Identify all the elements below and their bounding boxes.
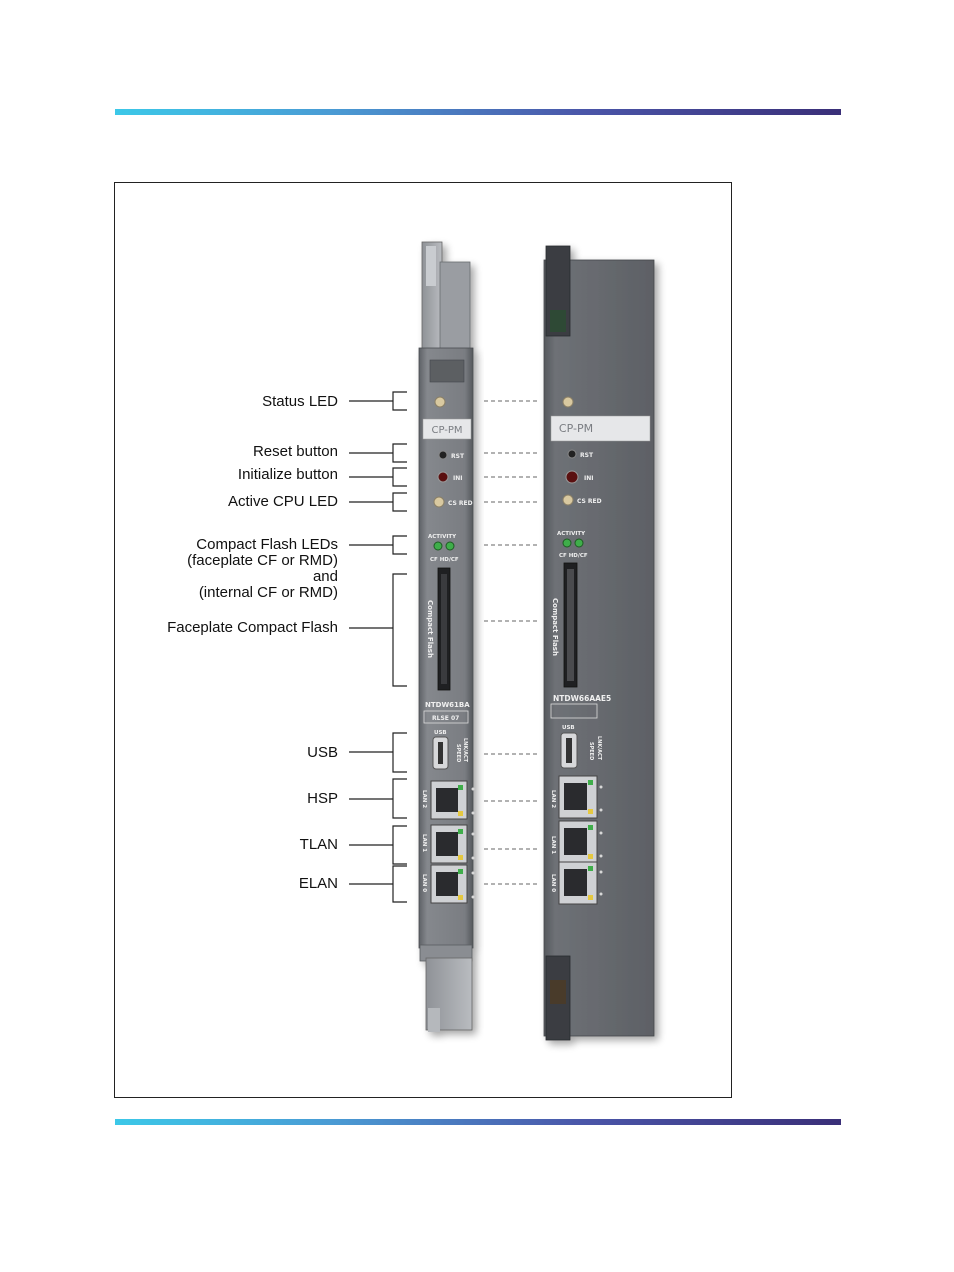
brand-label-right: CP-PM	[559, 422, 593, 435]
label-initialize-button: Initialize button	[237, 466, 338, 483]
label-tlan: TLAN	[299, 836, 338, 853]
lan2-port-left[interactable]	[430, 780, 468, 820]
lan1-label-right: LAN 1	[550, 836, 556, 854]
model-label-right: NTDW66AAE5	[553, 694, 611, 703]
speed-label-right: SPEED	[588, 742, 594, 760]
lan0-port-right[interactable]	[558, 861, 598, 905]
ini-label-right: INI	[584, 475, 594, 482]
rst-label-right: RST	[580, 452, 594, 459]
lan2-label-right: LAN 2	[550, 790, 556, 808]
lnk-act-label-left: LNK/ACT	[462, 738, 468, 763]
cf-hdcf-label-left: CF HD/CF	[430, 557, 459, 563]
right-card	[543, 245, 655, 1041]
usb-label-right: USB	[562, 725, 575, 731]
label-hsp: HSP	[307, 790, 338, 807]
activity-label-right: ACTIVITY	[557, 531, 586, 537]
label-cf-leds-3: and	[312, 568, 338, 585]
rst-label-left: RST	[451, 453, 465, 460]
lan1-label-left: LAN 1	[421, 834, 427, 852]
active-cpu-led-right	[562, 494, 574, 506]
left-card-details: CP-PM RST INI CS RED ACTIVITY CF HD/CF C…	[421, 396, 475, 904]
reset-button-right[interactable]	[567, 449, 577, 459]
bottom-rule	[115, 1119, 841, 1125]
label-faceplate-cf: Faceplate Compact Flash	[167, 619, 338, 636]
init-button-right[interactable]	[565, 470, 579, 484]
top-rule	[115, 109, 841, 115]
dashed-connectors	[484, 400, 540, 885]
cf-led-1-left	[433, 541, 443, 551]
activity-label-left: ACTIVITY	[428, 534, 457, 540]
label-status-led: Status LED	[262, 393, 338, 410]
init-button-left[interactable]	[437, 471, 449, 483]
label-elan: ELAN	[298, 875, 338, 892]
lan0-port-left[interactable]	[430, 864, 468, 904]
cf-hdcf-label-right: CF HD/CF	[559, 553, 588, 559]
label-cf-leds-2: (faceplate CF or RMD)	[187, 552, 338, 569]
active-cpu-led-left	[433, 496, 445, 508]
compact-flash-label-left: Compact Flash	[426, 600, 434, 658]
reset-button-left[interactable]	[438, 450, 448, 460]
label-usb: USB	[307, 744, 338, 761]
callout-brackets	[349, 391, 407, 903]
status-led-right	[562, 396, 574, 408]
cs-red-label-left: CS RED	[448, 500, 473, 507]
lan2-port-right[interactable]	[558, 775, 598, 819]
cf-led-2-right	[574, 538, 584, 548]
compact-flash-label-right: Compact Flash	[551, 598, 559, 656]
usb-label-left: USB	[434, 730, 447, 736]
brand-label-left: CP-PM	[431, 425, 462, 436]
label-active-cpu-led: Active CPU LED	[227, 493, 338, 510]
label-reset-button: Reset button	[252, 443, 338, 460]
model-label-left: NTDW61BA	[425, 701, 470, 709]
lnk-act-label-right: LNK/ACT	[596, 736, 602, 761]
lan0-label-right: LAN 0	[550, 874, 556, 892]
release-label-left: RLSE 07	[432, 715, 459, 722]
lan2-label-left: LAN 2	[421, 790, 427, 808]
status-led-left	[434, 396, 446, 408]
speed-label-left: SPEED	[455, 744, 461, 762]
cf-led-2-left	[445, 541, 455, 551]
lan1-port-left[interactable]	[430, 824, 468, 864]
label-cf-leds-1: Compact Flash LEDs	[196, 536, 338, 553]
cs-red-label-right: CS RED	[577, 498, 602, 505]
right-card-details: CP-PM RST INI CS RED ACTIVITY CF HD/CF C…	[550, 396, 651, 905]
lan1-port-right[interactable]	[558, 820, 598, 864]
cf-led-1-right	[562, 538, 572, 548]
lan0-label-left: LAN 0	[421, 874, 427, 892]
label-cf-leds-4: (internal CF or RMD)	[198, 584, 338, 601]
ini-label-left: INI	[453, 475, 463, 482]
